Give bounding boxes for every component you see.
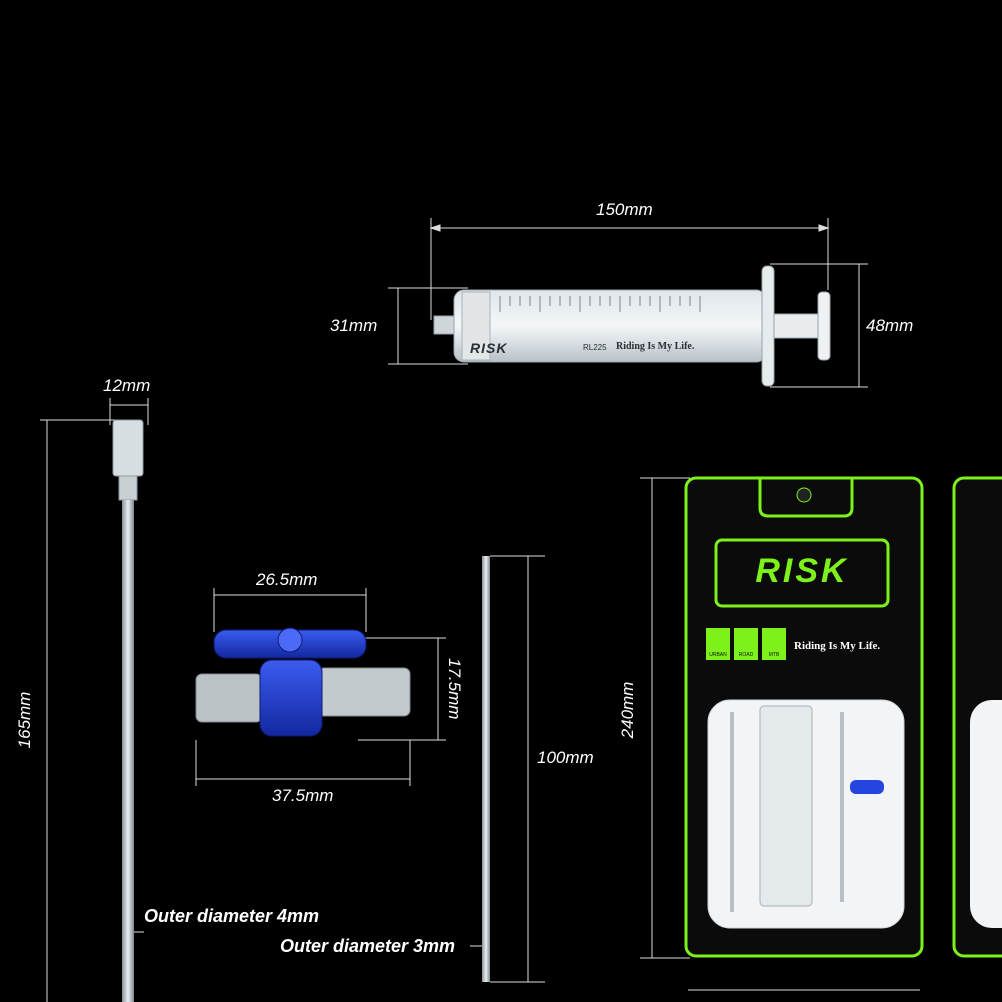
tube-length-dimension <box>490 555 545 983</box>
valve-height-label: 17.5mm <box>445 658 464 720</box>
package-badge-urban <box>706 628 730 660</box>
package-badge-road-label: ROAD <box>738 652 754 658</box>
syringe-model-print: RL225 <box>583 343 607 352</box>
needle-shaft <box>122 500 134 1002</box>
package-slogan: Riding Is My Life. <box>794 640 881 652</box>
syringe-flange-height-dimension <box>770 263 868 388</box>
needle <box>40 398 149 1002</box>
syringe-tip <box>433 315 455 335</box>
tube-length-label: 100mm <box>537 748 594 767</box>
valve-height-dimension <box>358 637 446 741</box>
syringe-finger-flange <box>761 265 775 387</box>
package-badge-mtb-label: MTB <box>768 652 780 658</box>
package-hang-hole <box>796 487 812 503</box>
valve-body <box>259 659 323 737</box>
needle-length-dimension <box>40 419 118 1002</box>
needle-hub-width-label: 12mm <box>103 376 151 395</box>
needle-length-label: 165mm <box>15 691 34 749</box>
syringe-brand-print: RISK <box>470 340 508 356</box>
syringe-slogan-print: Riding Is My Life. <box>616 341 695 352</box>
package-window-syringe <box>759 705 813 907</box>
syringe-stopper <box>461 291 491 361</box>
tube-outer-diameter-note: Outer diameter 3mm <box>280 936 456 956</box>
valve-right-port <box>317 667 411 717</box>
syringe-graduations <box>499 296 701 312</box>
valve-left-port <box>195 673 263 723</box>
syringe-length-label: 150mm <box>596 200 653 219</box>
package-window-valve <box>850 780 884 794</box>
needle-outer-diameter-note: Outer diameter 4mm <box>144 906 320 926</box>
package-window-needle <box>840 712 844 902</box>
package-second-window <box>970 700 1002 928</box>
stopcock-valve <box>195 588 446 786</box>
package-window-tube <box>730 712 734 912</box>
package-badge-mtb <box>762 628 786 660</box>
package-badge-urban-label: URBAN <box>709 652 727 658</box>
valve-body-length-label: 37.5mm <box>272 786 334 805</box>
valve-handle-width-label: 26.5mm <box>256 570 318 589</box>
valve-body-length-dimension <box>195 740 411 786</box>
package-badge-road <box>734 628 758 660</box>
package-hang-slot <box>758 478 854 518</box>
valve-handle-width-dimension <box>213 588 367 632</box>
syringe-barrel-height-dimension <box>388 287 468 365</box>
syringe-plunger-rod <box>773 313 819 339</box>
package-brand-logo: RISK <box>755 552 849 590</box>
syringe-thumb-rest <box>817 291 831 361</box>
package-bag <box>640 476 1002 991</box>
needle-hub <box>112 419 144 477</box>
syringe-barrel-height-label: 31mm <box>330 316 378 335</box>
syringe <box>388 218 868 388</box>
bag-height-label: 240mm <box>618 681 637 739</box>
syringe-length-dimension <box>429 218 830 320</box>
syringe-flange-height-label: 48mm <box>866 316 914 335</box>
tube-body <box>482 556 490 982</box>
bag-height-dimension <box>640 477 920 991</box>
tube <box>470 555 545 983</box>
package-logo-box <box>714 538 890 608</box>
valve-handle-hub <box>277 627 303 653</box>
needle-hub-neck <box>118 475 138 501</box>
